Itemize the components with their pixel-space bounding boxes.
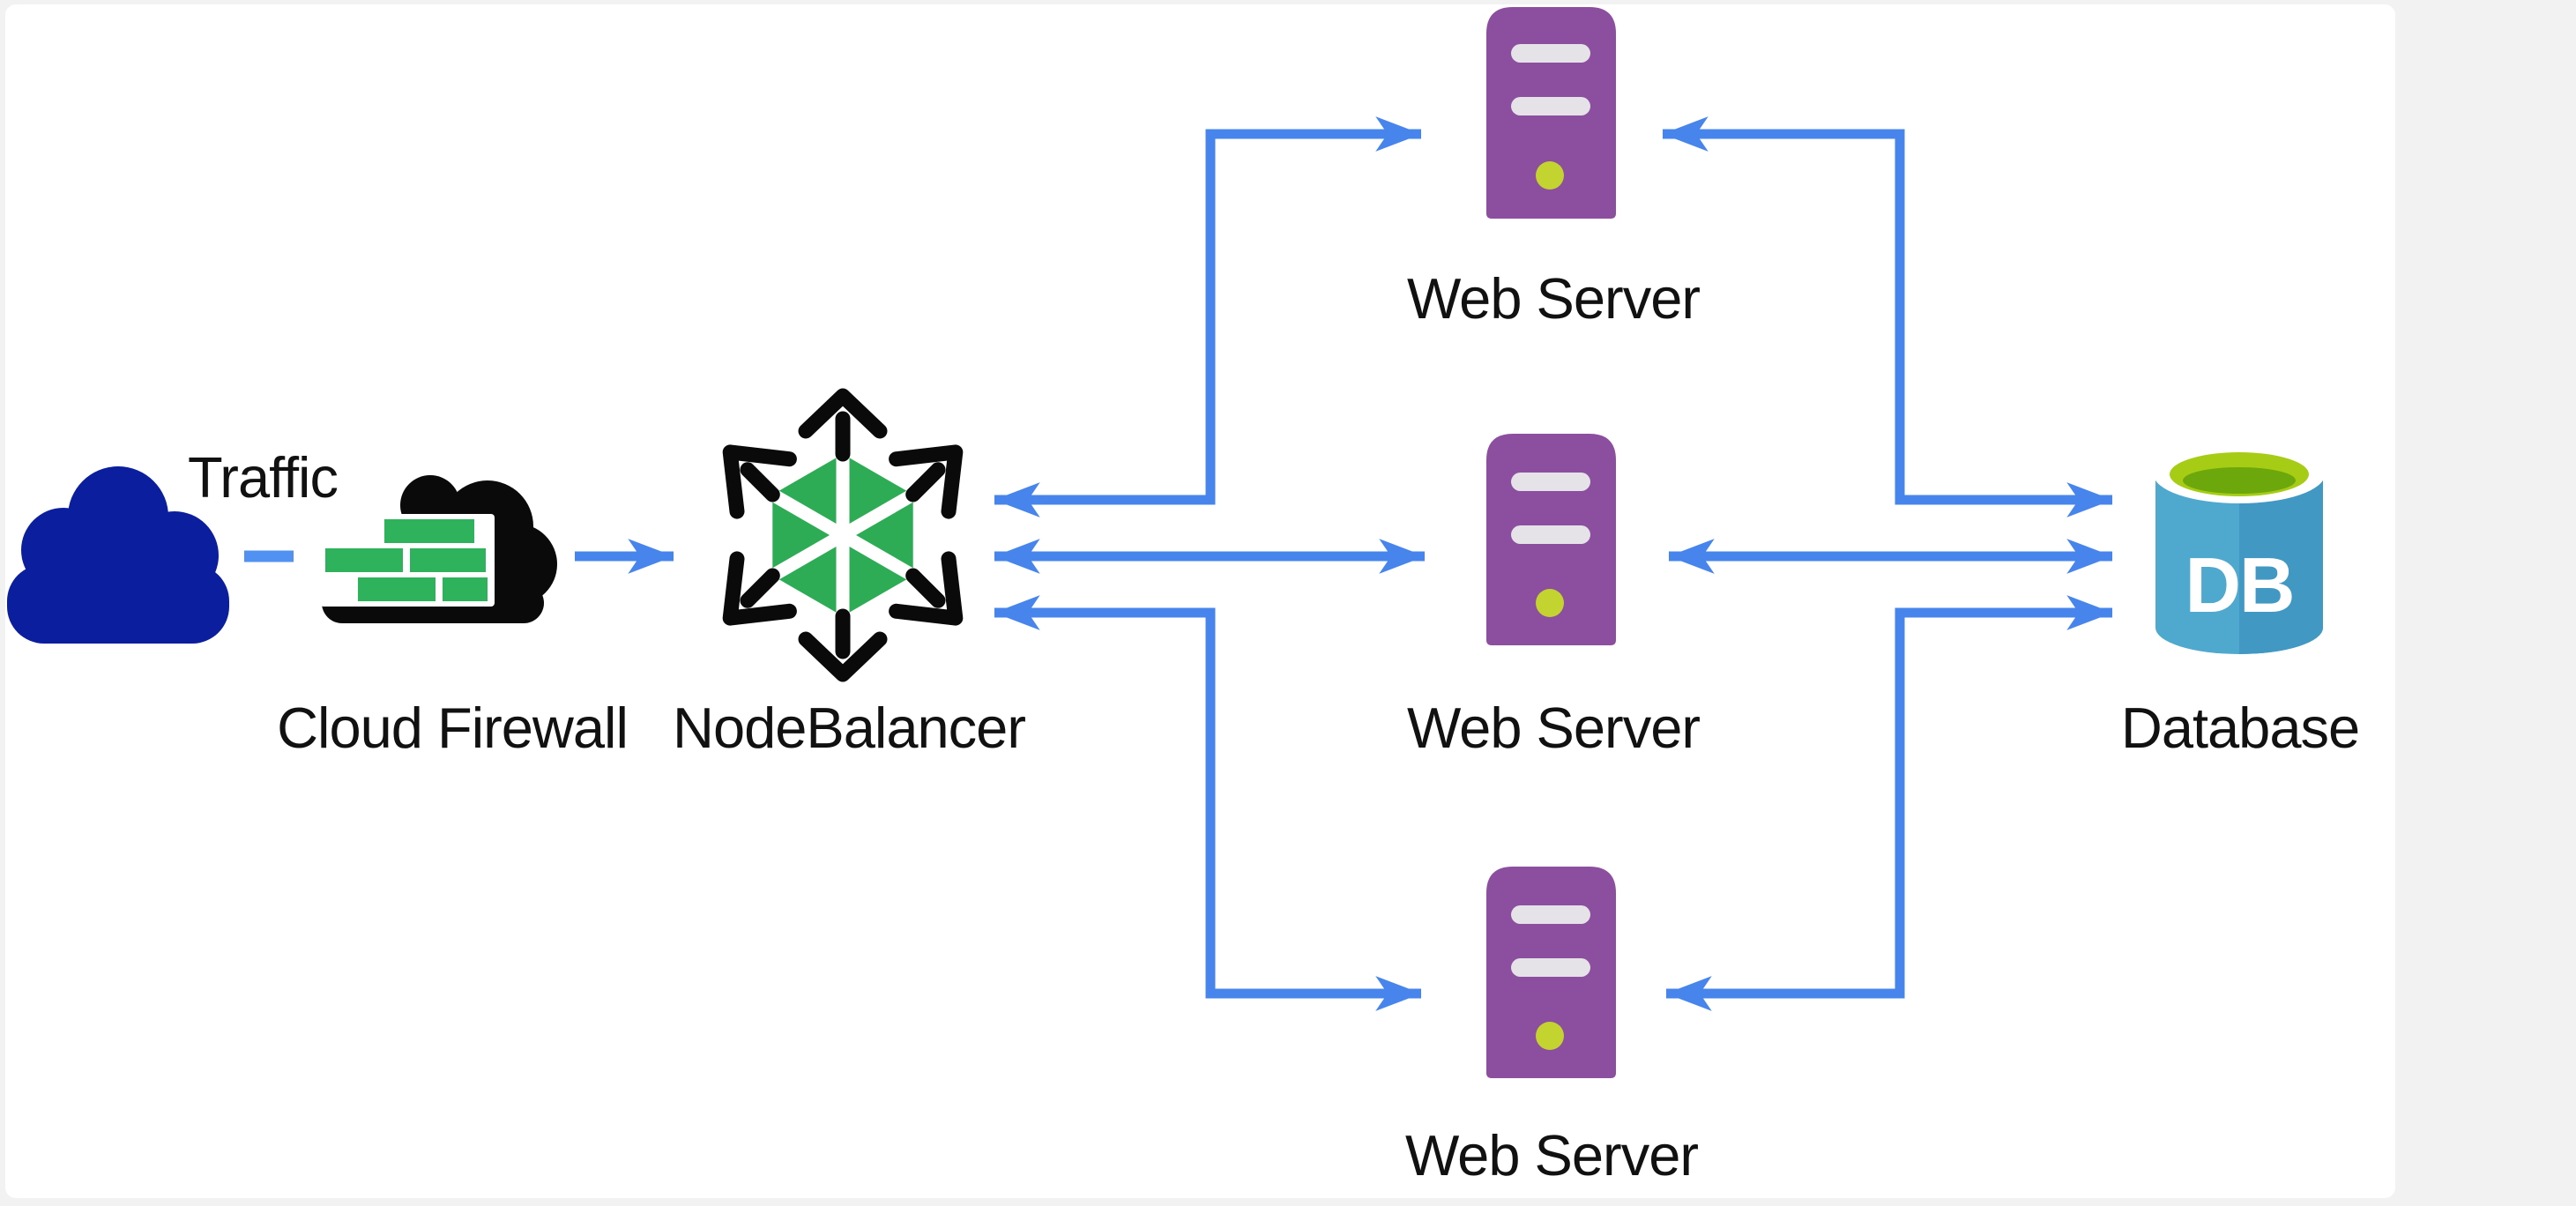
web-server-icon-middle [1486,434,1616,645]
firewall-bricks [325,519,488,601]
connector-webserver-top-database [1662,116,2113,517]
connector-nodebalancer-webserver-bottom [994,595,1422,1011]
traffic-cloud-icon [7,466,229,644]
web-server-middle-label: Web Server [1407,696,1701,760]
database-label: Database [2120,696,2360,760]
firewall-icon [320,475,557,623]
web-server-bottom-label: Web Server [1405,1123,1699,1187]
database-icon: DB [2154,445,2325,654]
web-server-top-label: Web Server [1407,266,1701,331]
connector-group [244,116,2113,1011]
connector-nodebalancer-webserver-top [994,116,1422,517]
database-badge: DB [2185,541,2293,629]
web-server-icon-bottom [1486,867,1616,1078]
connector-webserver-bottom-database [1665,595,2113,1011]
nodebalancer-arrows [722,388,964,682]
web-server-icon-top [1486,7,1616,219]
nodebalancer-label: NodeBalancer [673,696,1026,760]
firewall-label: Cloud Firewall [277,696,629,760]
nodebalancer-spokes [769,454,917,616]
nodebalancer-icon [722,388,964,682]
traffic-label: Traffic [188,445,339,510]
